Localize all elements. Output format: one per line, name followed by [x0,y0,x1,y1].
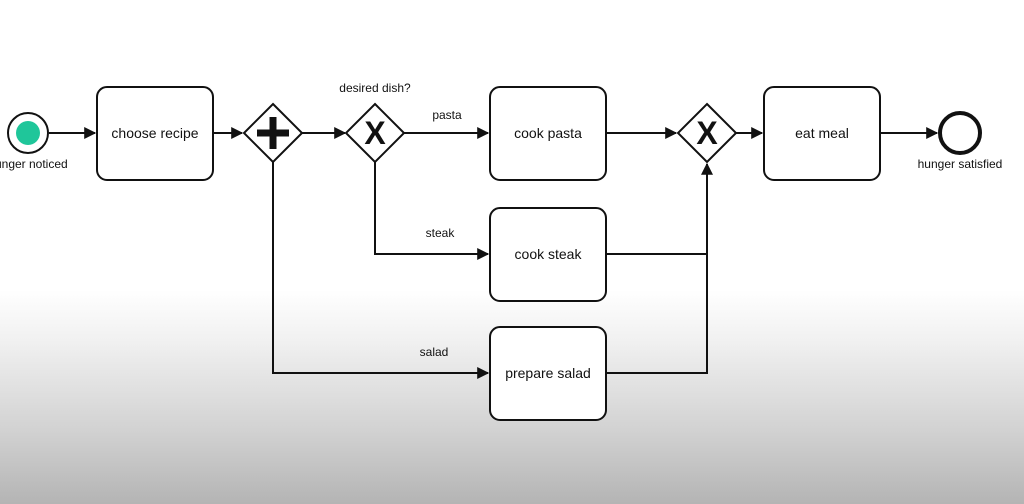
task-cook-pasta-box [489,86,607,181]
start-event[interactable] [7,112,49,154]
end-event-label: hunger satisfied [918,157,1003,171]
exclusive-split-diamond [344,102,406,164]
task-prepare-salad-box [489,326,607,421]
flow-steak[interactable] [374,162,490,260]
task-prepare-salad[interactable]: prepare salad [489,326,607,421]
task-choose-recipe-box [96,86,214,181]
flow-salad[interactable] [272,162,490,379]
exclusive-split-gateway[interactable]: X [344,102,406,164]
exclusive-join-gateway[interactable]: X [676,102,738,164]
flow-label-pasta: pasta [432,108,462,122]
task-cook-steak-box [489,207,607,302]
task-choose-recipe[interactable]: choose recipe [96,86,214,181]
end-event[interactable] [938,111,982,155]
flow-label-salad: salad [420,345,449,359]
task-cook-steak[interactable]: cook steak [489,207,607,302]
exclusive-join-diamond [676,102,738,164]
end-event-circle [938,111,982,155]
exclusive-split-label: desired dish? [339,81,411,95]
flow-prepare-salad-to-join[interactable] [606,162,713,374]
start-event-label: hunger noticed [0,157,68,171]
task-choose-recipe-label: choose recipe [111,125,198,141]
task-eat-meal-box [763,86,881,181]
plus-icon [257,117,289,149]
x-mark-icon: X [696,115,718,151]
task-cook-pasta[interactable]: cook pasta [489,86,607,181]
parallel-gateway[interactable] [242,102,304,164]
task-eat-meal[interactable]: eat meal [763,86,881,181]
task-cook-steak-label: cook steak [515,246,583,262]
task-prepare-salad-label: prepare salad [505,365,591,381]
task-cook-pasta-label: cook pasta [514,125,582,141]
task-eat-meal-label: eat meal [795,125,849,141]
start-event-fill [16,121,40,145]
sequence-flows [49,127,939,379]
x-mark-icon: X [364,115,386,151]
flow-label-steak: steak [426,226,456,240]
